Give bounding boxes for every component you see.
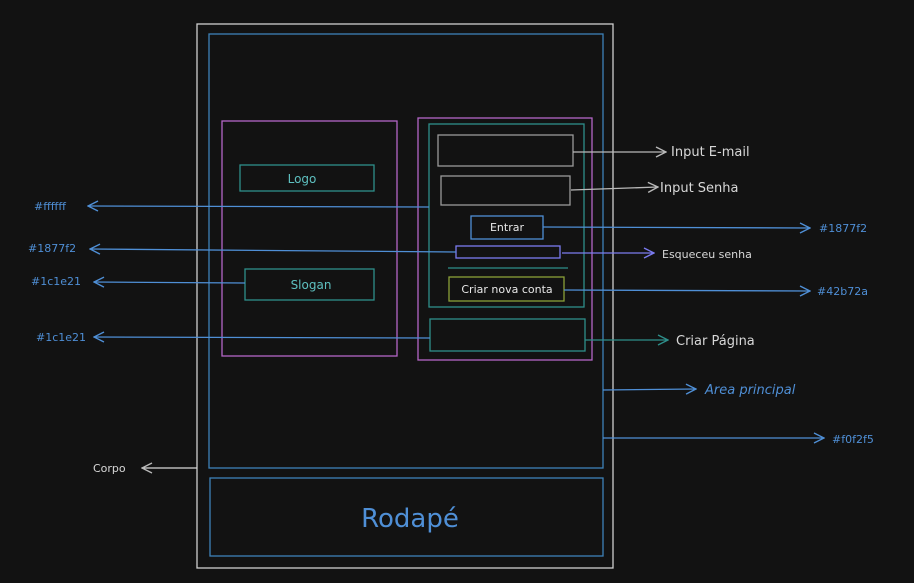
- label-color-enter: #1877f2: [819, 222, 867, 235]
- arrow-slogan-color: [94, 282, 246, 283]
- logo-label: Logo: [288, 172, 317, 186]
- label-input-email: Input E-mail: [671, 145, 750, 160]
- arrow-forgot-color: [90, 249, 457, 252]
- create-account-label: Criar nova conta: [461, 283, 552, 296]
- right-section-outline: [417, 117, 593, 361]
- arrow-input-password: [570, 187, 658, 190]
- label-color-forgot: #1877f2: [28, 242, 76, 255]
- label-color-main-bg: #f0f2f5: [832, 433, 874, 446]
- password-input-box: [440, 175, 571, 206]
- label-main-area: Area principal: [704, 383, 796, 398]
- login-card-outline: [428, 123, 585, 308]
- main-area-outline: [208, 33, 604, 469]
- label-color-create-account: #42b72a: [817, 285, 868, 298]
- slogan-label: Slogan: [291, 278, 332, 292]
- label-forgot-password: Esqueceu senha: [662, 248, 752, 261]
- enter-button-label: Entrar: [490, 221, 524, 234]
- label-body: Corpo: [93, 462, 126, 475]
- forgot-password-box: [455, 245, 561, 259]
- left-section-outline: [221, 120, 398, 357]
- logo-box: [239, 164, 375, 192]
- arrow-main-area: [602, 389, 696, 390]
- create-account-box: [448, 276, 565, 302]
- label-color-white: #ffffff: [34, 200, 66, 213]
- body-outline: [196, 23, 614, 569]
- label-input-password: Input Senha: [660, 181, 739, 196]
- label-color-create-page: #1c1e21: [36, 331, 86, 344]
- arrow-create-page-color: [94, 337, 431, 338]
- email-input-box: [437, 134, 574, 167]
- label-color-slogan: #1c1e21: [31, 275, 81, 288]
- footer-outline: [209, 477, 604, 557]
- arrow-white-color: [88, 206, 430, 207]
- arrow-create-account-color: [563, 290, 810, 291]
- create-page-box: [429, 318, 586, 352]
- footer-label: Rodapé: [361, 504, 459, 534]
- slogan-box: [244, 268, 375, 301]
- label-create-page: Criar Página: [676, 334, 755, 349]
- arrow-enter-color: [542, 227, 810, 228]
